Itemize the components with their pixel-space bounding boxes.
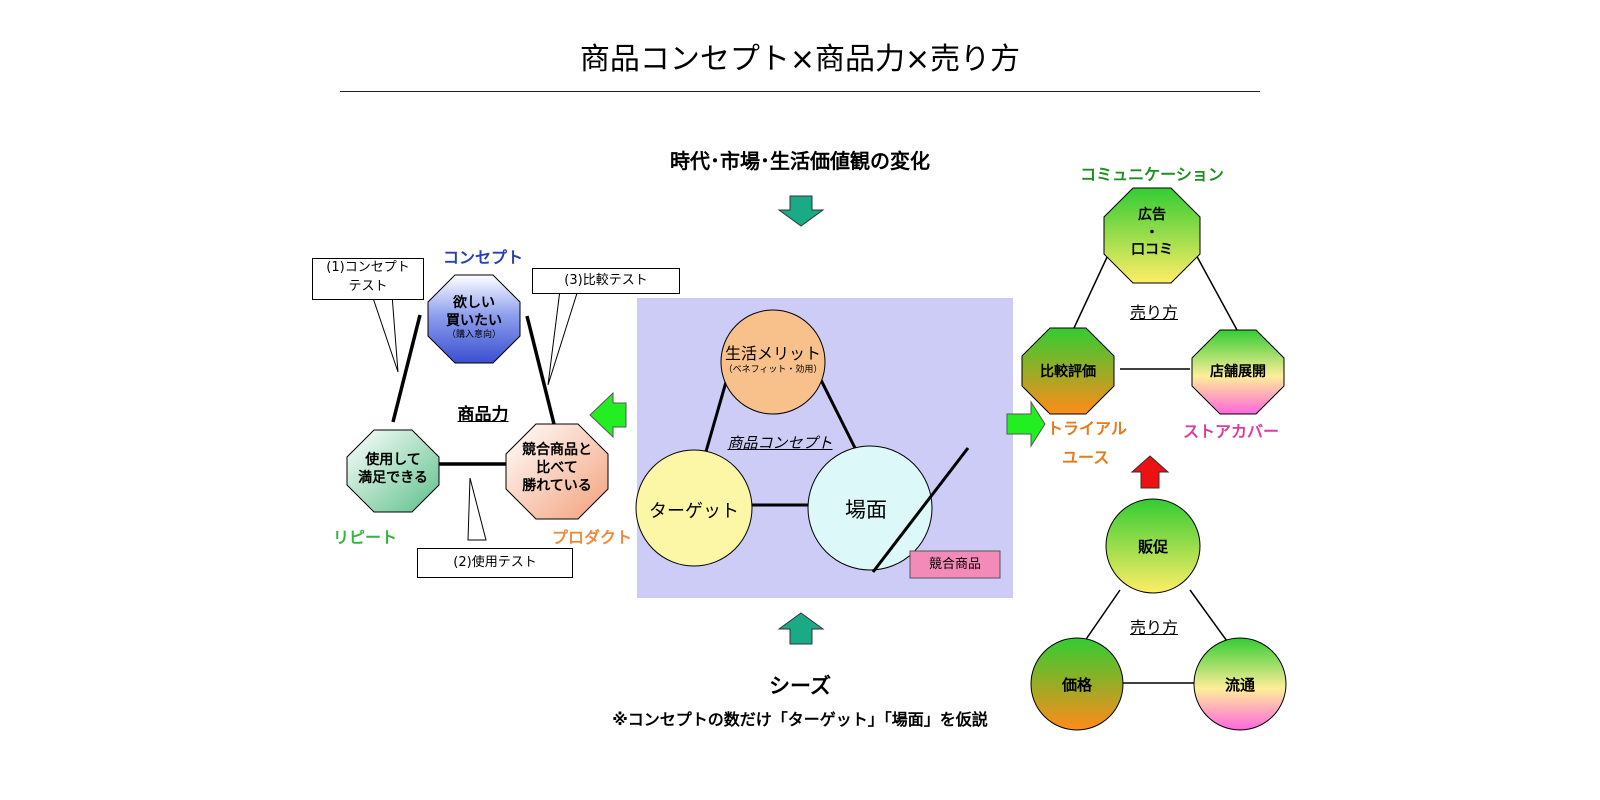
target-node-text: ターゲット	[649, 501, 739, 522]
store-expansion-octagon	[1191, 329, 1285, 415]
compare-node-line1: 競合商品と	[522, 442, 592, 458]
concept-test-callout: (1)コンセプト テスト	[312, 258, 424, 300]
product-power-label: 商品力	[457, 405, 509, 425]
ad-node-line2: ・	[1145, 224, 1159, 241]
product-concept-label: 商品コンセプト	[727, 434, 833, 452]
footnote: ※コンセプトの数だけ「ターゲット」「場面」を仮説	[612, 710, 988, 729]
callout-pointers	[371, 289, 579, 541]
concept-node-sub: （購入意向）	[446, 330, 501, 341]
arrow-down-icon	[777, 195, 825, 227]
concept-label: コンセプト	[442, 248, 524, 267]
benefit-circle	[720, 309, 826, 415]
seeds-label: シーズ	[769, 674, 831, 698]
compare-test-callout: (3)比較テスト	[532, 268, 680, 294]
product-label: プロダクト	[552, 528, 633, 547]
arrow-right-icon	[1006, 400, 1046, 448]
store-expansion-text: 店舗展開	[1210, 364, 1266, 380]
arrow-up-icon	[777, 612, 825, 645]
arrow-up-red-icon	[1130, 455, 1170, 489]
competitor-tag-box	[909, 550, 1001, 579]
trial-label: トライアル	[1047, 419, 1127, 438]
store-cover-label: ストアカバー	[1183, 422, 1280, 441]
sales-method-label-top: 売り方	[1129, 303, 1179, 322]
concept-node-line2: 買いたい	[446, 313, 502, 330]
compare-eval-octagon	[1021, 327, 1115, 415]
concept-node-text: 欲しい 買いたい （購入意向）	[428, 294, 520, 342]
price-circle	[1030, 637, 1124, 731]
sales-method-label-bottom: 売り方	[1129, 618, 1179, 637]
compare-eval-text: 比較評価	[1040, 364, 1096, 380]
promo-text: 販促	[1137, 538, 1169, 556]
competitive-octagon	[505, 423, 609, 520]
repeat-label: リピート	[333, 528, 398, 547]
concept-node-line1: 欲しい	[453, 295, 495, 311]
title-divider	[340, 91, 1260, 92]
communication-label: コミュニケーション	[1080, 165, 1224, 184]
slide-title: 商品コンセプト×商品力×売り方	[579, 42, 1021, 77]
use-label: ユース	[1062, 448, 1110, 467]
distribution-text: 流通	[1224, 676, 1256, 694]
scene-node-text: 場面	[845, 498, 887, 522]
scene-circle	[807, 445, 933, 571]
compare-node-line2: 比べて	[536, 460, 578, 477]
promo-circle	[1105, 498, 1201, 594]
benefit-node-line2: （ベネフィット・効用）	[723, 364, 823, 375]
ad-wom-octagon	[1103, 187, 1201, 284]
arrow-left-icon	[589, 391, 627, 439]
sales-method-triangle	[1079, 589, 1233, 684]
concept-test-line1: (1)コンセプト	[326, 260, 410, 275]
compare-node-text: 競合商品と 比べて 勝れている	[502, 441, 612, 496]
compare-node-line3: 勝れている	[522, 478, 592, 495]
product-power-triangle	[391, 314, 556, 466]
competitor-tag-text: 競合商品	[928, 557, 981, 572]
use-node-line2: 満足できる	[358, 470, 428, 487]
use-test-callout: (2)使用テスト	[417, 548, 573, 578]
concept-octagon	[427, 274, 521, 364]
top-driver-label: 時代･市場･生活価値観の変化	[670, 149, 930, 173]
use-node-text: 使用して 満足できる	[347, 451, 439, 487]
use-satisfaction-octagon	[346, 429, 440, 513]
distribution-circle	[1193, 637, 1287, 731]
ad-node-line1: 広告	[1138, 207, 1166, 223]
benefit-node-line1: 生活メリット	[724, 344, 821, 363]
ad-node-line3: 口コミ	[1131, 242, 1173, 258]
concept-test-line2: テスト	[348, 278, 388, 294]
benefit-node-text: 生活メリット （ベネフィット・効用）	[713, 344, 833, 376]
target-circle	[635, 449, 753, 567]
competitor-divider	[871, 447, 970, 573]
price-text: 価格	[1061, 676, 1093, 694]
ad-node-text: 広告 ・ 口コミ	[1104, 207, 1200, 260]
use-node-line1: 使用して	[365, 452, 421, 468]
